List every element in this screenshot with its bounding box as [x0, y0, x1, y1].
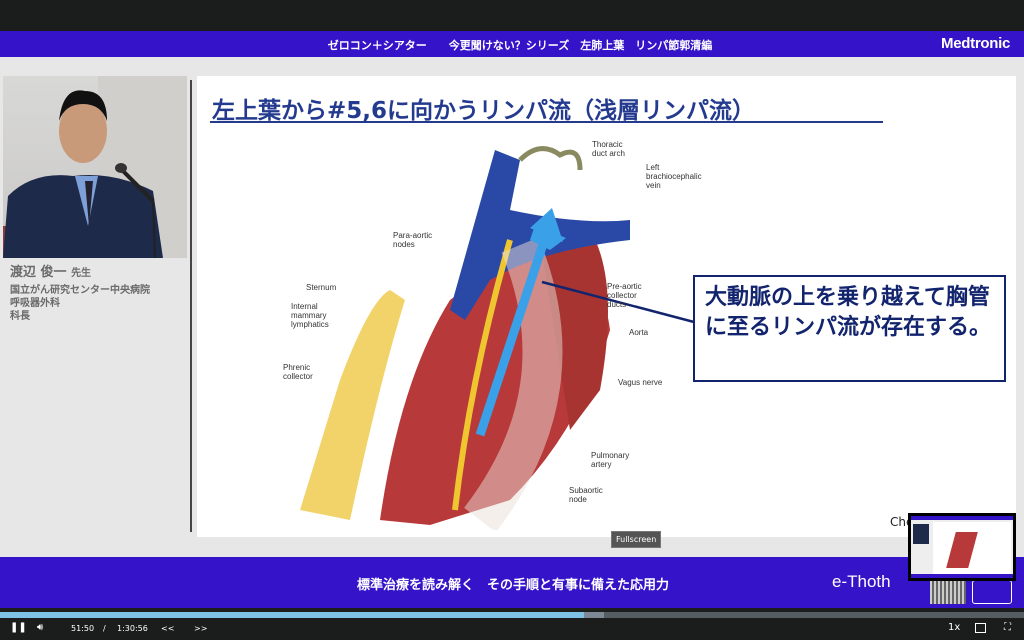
label-thoracic-duct-arch: Thoracic duct arch: [592, 140, 625, 158]
zero-complications-logo: [972, 580, 1012, 604]
top-bar: [0, 0, 1024, 31]
volume-icon[interactable]: 🔊︎: [37, 622, 44, 633]
label-vagus-nerve: Vagus nerve: [618, 378, 663, 387]
fullscreen-tooltip: Fullscreen: [611, 531, 662, 548]
label-left-brachiocephalic-vein: Left brachiocephalic vein: [646, 163, 702, 190]
current-time: 51:50: [71, 624, 95, 633]
label-para-aortic-nodes: Para-aortic nodes: [393, 231, 433, 249]
slide-title: 左上葉から#5,6に向かうリンパ流（浅層リンパ流）: [212, 98, 756, 124]
speaker-position: 科長: [10, 311, 30, 322]
ethoth-logo: e-Thoth: [832, 572, 891, 591]
duration: 1:30:56: [117, 624, 148, 633]
label-pre-aortic: Pre-aortic collector ducts: [607, 282, 642, 309]
header-title: ゼロコン＋シアター 今更聞けない？シリーズ 左肺上葉 リンパ節郭清編: [327, 39, 713, 52]
playback-speed-button[interactable]: 1x: [948, 622, 961, 633]
label-sternum: Sternum: [306, 283, 337, 292]
title-underline: [210, 121, 883, 123]
slide-citation: Che: [890, 515, 914, 529]
label-subaortic-node: Subaortic node: [569, 486, 603, 504]
footer-title: 標準治療を読み解く その手順と有事に備えた応用力: [356, 578, 669, 593]
preview-thumbnail[interactable]: [908, 513, 1016, 581]
player-controls: ❚❚ 🔊︎ 51:50 / 1:30:56 << >> 1x ⛶: [0, 619, 1024, 640]
brand-logo: Medtronic: [941, 35, 1010, 52]
speaker-video: [3, 76, 187, 258]
speaker-affiliation: 国立がん研究センター中央病院: [10, 285, 150, 296]
rewind-button[interactable]: <<: [161, 624, 175, 633]
header-banner: ゼロコン＋シアター 今更聞けない？シリーズ 左肺上葉 リンパ節郭清編 Medtr…: [0, 31, 1024, 57]
speaker-name-row: 渡辺 俊一 先生: [10, 266, 91, 280]
label-pulmonary-artery: Pulmonary artery: [591, 451, 630, 469]
speaker-name: 渡辺 俊一: [10, 265, 67, 280]
label-internal-mammary: Internal mammary lymphatics: [291, 302, 329, 329]
callout-box: 大動脈の上を乗り越えて胸管に至るリンパ流が存在する。: [693, 275, 1006, 382]
time-separator: /: [103, 624, 106, 633]
forward-button[interactable]: >>: [194, 624, 208, 633]
exit-fullscreen-icon[interactable]: ⛶: [1004, 622, 1011, 633]
pause-icon[interactable]: ❚❚: [10, 622, 27, 633]
label-aorta: Aorta: [629, 328, 649, 337]
divider: [190, 80, 192, 532]
seek-bar[interactable]: [0, 612, 1024, 618]
speaker-department: 呼吸器外科: [10, 298, 60, 309]
footer-banner: 標準治療を読み解く その手順と有事に備えた応用力: [0, 557, 1024, 608]
played-bar: [0, 612, 584, 618]
picture-in-picture-icon[interactable]: [975, 623, 986, 633]
anatomy-illustration: [300, 146, 695, 530]
speaker-honorific: 先生: [71, 268, 92, 279]
qr-code: [930, 580, 966, 604]
speaker-figure: [3, 76, 187, 258]
label-phrenic-collector: Phrenic collector: [283, 363, 313, 381]
